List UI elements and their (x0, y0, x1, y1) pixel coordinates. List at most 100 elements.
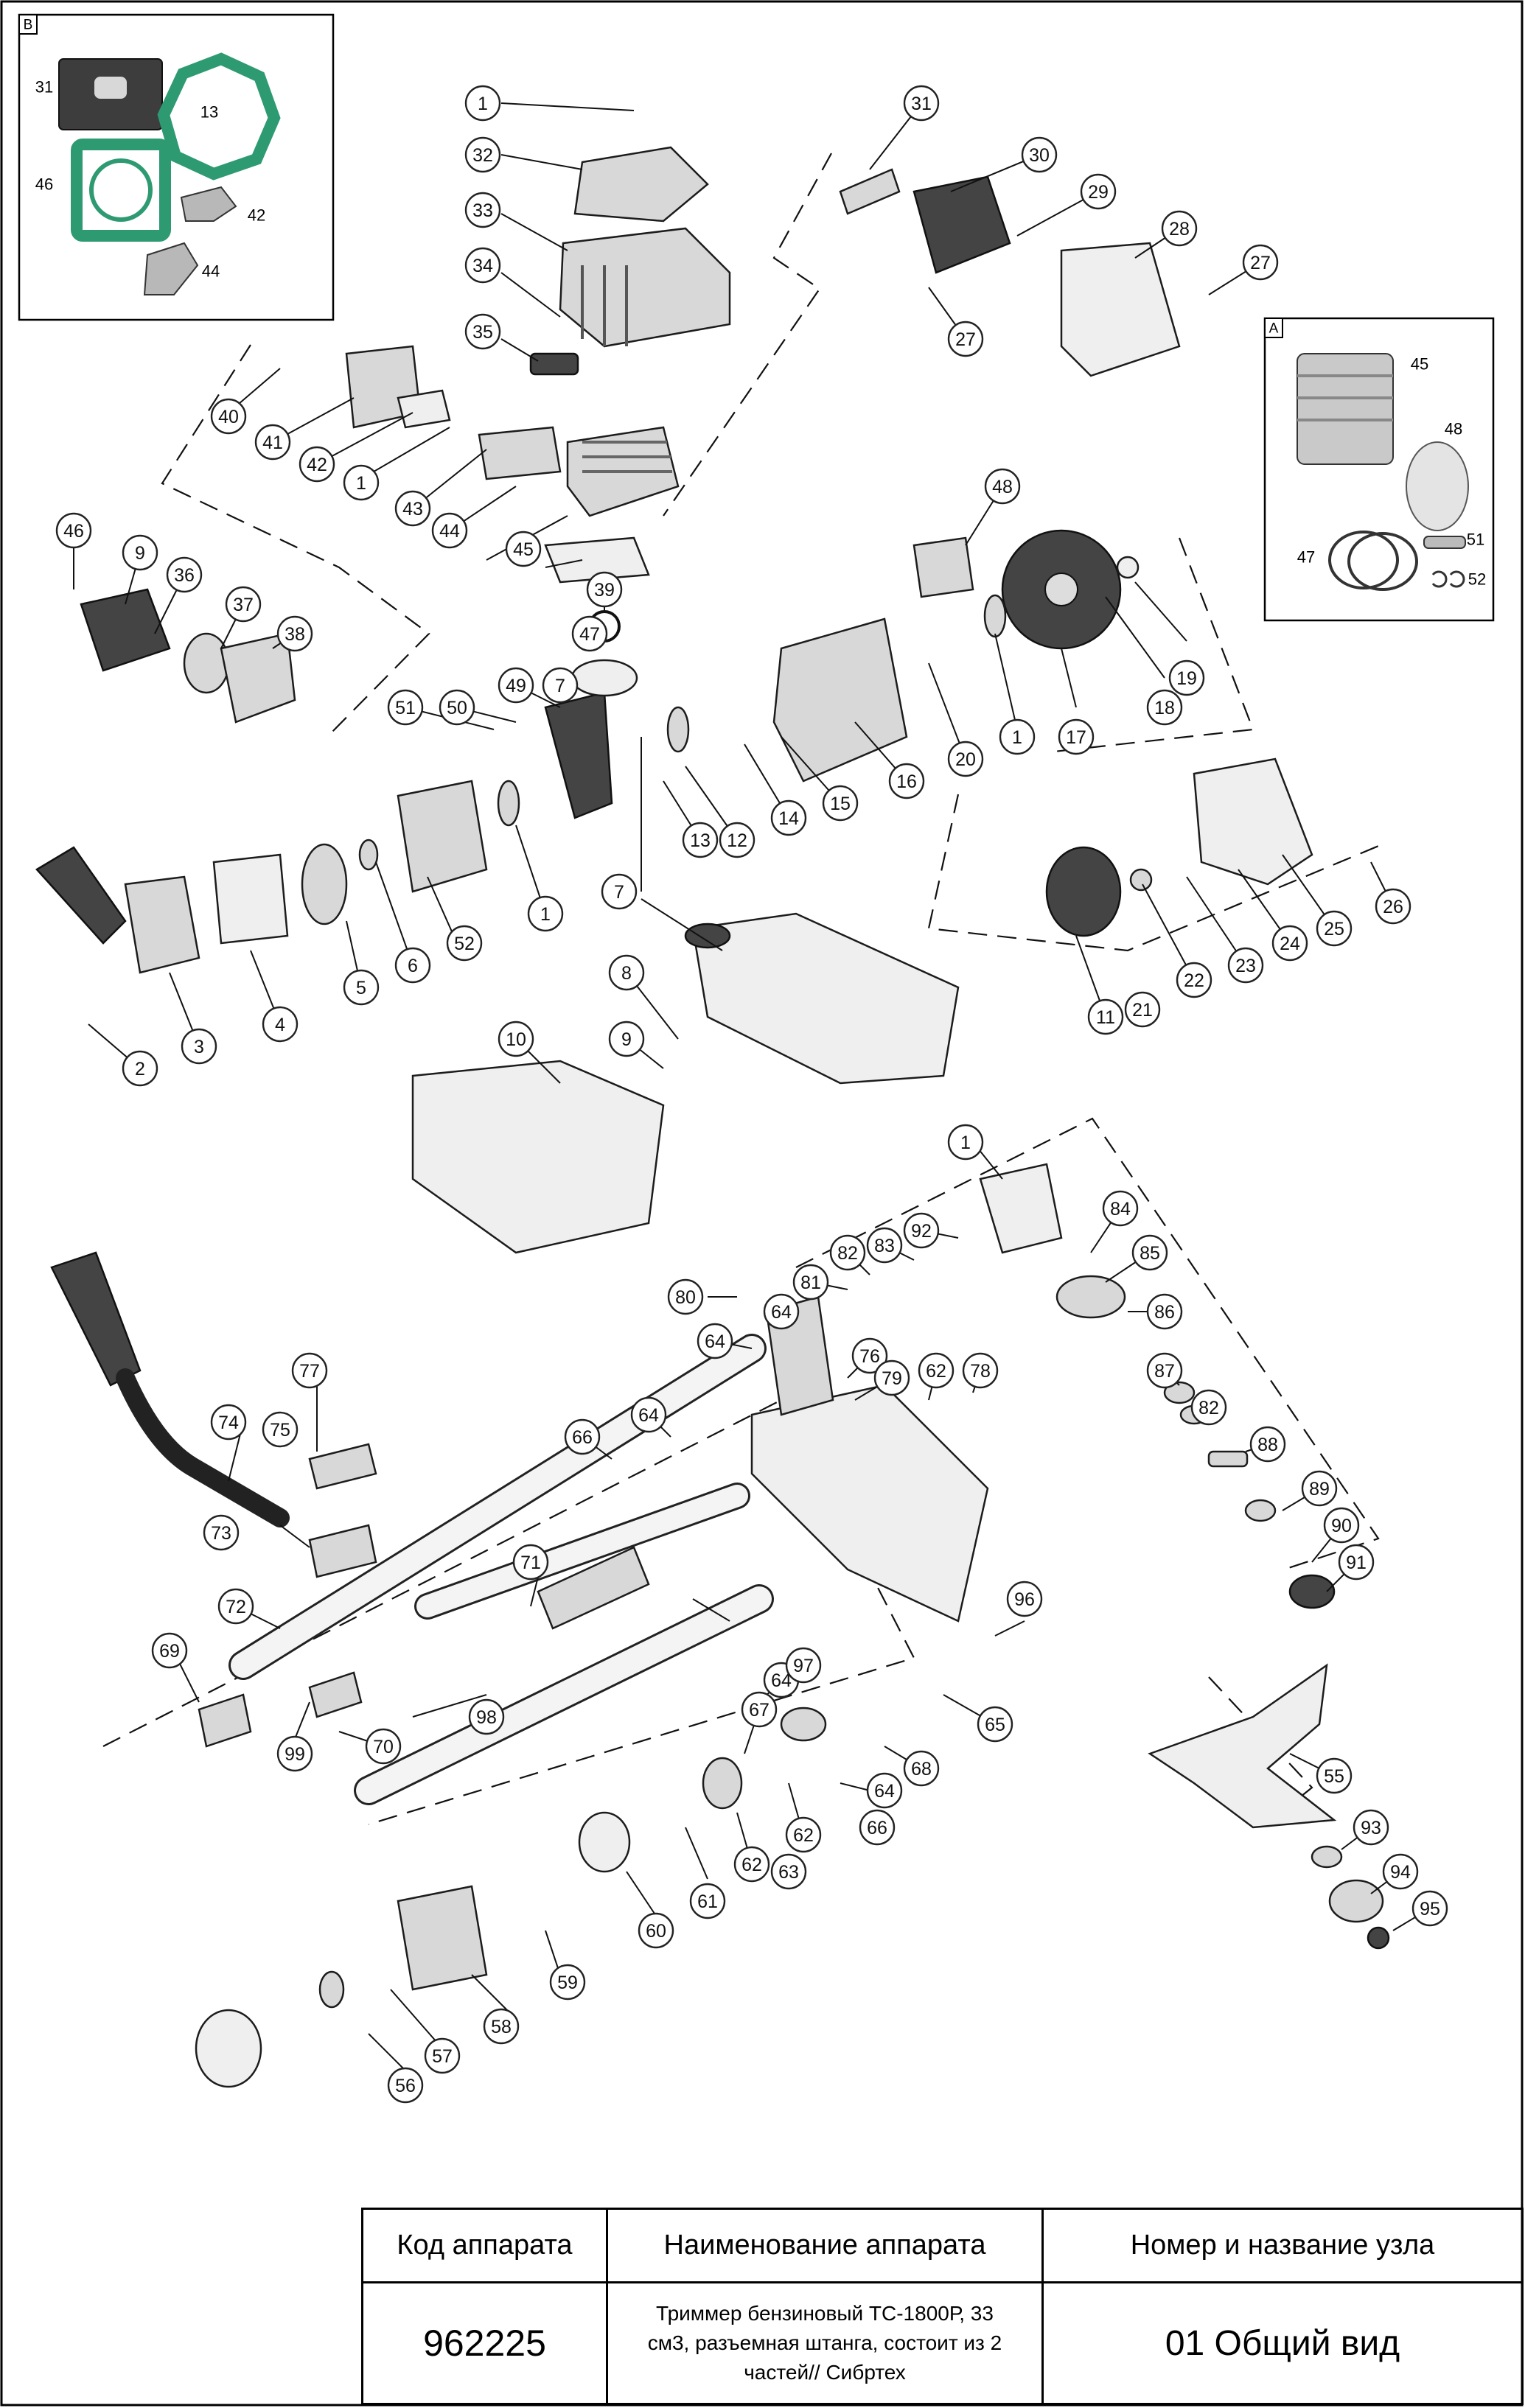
callout-circle (866, 1772, 903, 1809)
callout-circle (512, 1544, 549, 1581)
callout-circle (733, 1846, 770, 1883)
callout-27: 27 (1242, 244, 1279, 281)
callout-number: 1 (1012, 727, 1022, 748)
callout-number: 8 (621, 963, 632, 984)
clamp-65 (780, 1707, 827, 1742)
callout-circle (1021, 136, 1058, 173)
callout-18: 18 (1146, 689, 1183, 726)
callout-94: 94 (1382, 1853, 1419, 1890)
callout-number: 99 (285, 1744, 305, 1765)
callout-circle (262, 1006, 299, 1043)
callout-62: 62 (785, 1816, 822, 1853)
outer-shaft-fill (231, 1336, 764, 1678)
inset-a-tab (1264, 318, 1283, 338)
callout-number: 12 (727, 830, 747, 851)
callout-52: 52 (446, 925, 483, 962)
callout-circle (682, 822, 719, 858)
clutch-drum-54 (195, 2009, 262, 2088)
callout-1: 1 (999, 718, 1036, 755)
callout-number: 31 (911, 94, 932, 114)
callout-number: 66 (867, 1818, 887, 1838)
washer-94 (1311, 1845, 1343, 1869)
callout-65: 65 (977, 1706, 1013, 1743)
callout-number: 24 (1280, 934, 1300, 954)
callout-number: 82 (1198, 1398, 1219, 1418)
callout-number: 11 (1096, 1007, 1115, 1028)
callout-92: 92 (903, 1212, 940, 1249)
callout-circle (1102, 1190, 1139, 1227)
callout-circle (1316, 1757, 1353, 1794)
callout-59: 59 (549, 1964, 586, 2001)
callout-circle (122, 1050, 158, 1087)
callout-number: 70 (373, 1737, 394, 1757)
gasket-bore (89, 158, 153, 222)
inset-b-callout-42: 42 (248, 206, 265, 225)
piston-pin-51 (1423, 536, 1466, 549)
callout-55: 55 (1316, 1757, 1353, 1794)
callout-number: 1 (356, 473, 366, 494)
callout-number: 28 (1169, 219, 1190, 239)
carb-gasket-42 (397, 389, 451, 429)
callout-circle (291, 1352, 328, 1389)
callout-number: 81 (800, 1273, 821, 1293)
callout-number: 80 (675, 1287, 696, 1308)
inset-b-callout-44: 44 (202, 262, 220, 281)
callout-circle (859, 1809, 896, 1846)
callout-28: 28 (1161, 210, 1198, 247)
callout-number: 85 (1140, 1243, 1160, 1264)
callout-circle (446, 925, 483, 962)
callout-circle (829, 1234, 866, 1271)
callout-number: 93 (1361, 1818, 1381, 1838)
inset-a-label: A (1269, 321, 1279, 337)
callout-circle (903, 85, 940, 122)
blade-group-outline (1208, 1676, 1313, 1812)
air-filter-housing-36 (80, 588, 171, 672)
callout-circle (888, 763, 925, 799)
callout-circle (498, 667, 534, 704)
callout-76: 76 (851, 1337, 888, 1374)
bearing-90 (1244, 1499, 1277, 1522)
shroud-ribs (581, 265, 628, 346)
spark-plug-35 (529, 352, 579, 376)
callout-number: 7 (555, 676, 565, 696)
callout-46: 46 (55, 512, 92, 549)
air-filter-cover-32 (573, 146, 709, 223)
callout-30: 30 (1021, 136, 1058, 173)
callout-67: 67 (741, 1691, 778, 1728)
callout-circle (225, 586, 262, 623)
fuel-tank-8 (691, 912, 960, 1085)
callout-20: 20 (947, 741, 984, 777)
callout-number: 9 (135, 543, 145, 564)
callout-circle (166, 556, 203, 593)
callout-11: 11 (1087, 998, 1124, 1035)
callout-number: 14 (778, 808, 799, 829)
piston-ring-47b (1347, 532, 1418, 591)
callout-circle (770, 1853, 807, 1890)
callout-38: 38 (276, 615, 313, 652)
callout-circle (1242, 244, 1279, 281)
callout-1: 1 (947, 1124, 984, 1161)
callout-68: 68 (903, 1750, 940, 1787)
insulator-44 (478, 426, 562, 480)
callout-5: 5 (343, 969, 380, 1006)
callout-69: 69 (151, 1632, 188, 1669)
name-header: Наименование аппарата (608, 2210, 1044, 2283)
callout-48: 48 (984, 468, 1021, 505)
callout-29: 29 (1080, 173, 1117, 210)
callout-circle (918, 1352, 955, 1389)
callout-1: 1 (343, 464, 380, 501)
callout-89: 89 (1301, 1470, 1338, 1507)
callout-91: 91 (1338, 1544, 1375, 1581)
node-name: 01 Общий вид (1165, 2323, 1400, 2363)
callout-63: 63 (770, 1853, 807, 1890)
callout-circle (387, 2067, 424, 2104)
circlips-52 (1431, 570, 1465, 588)
callout-circle (254, 424, 291, 461)
gearhead-housing-84 (979, 1163, 1063, 1254)
callout-number: 27 (955, 329, 976, 350)
inset-a: A (1263, 317, 1495, 622)
callout-33: 33 (464, 192, 501, 228)
callout-98: 98 (468, 1698, 505, 1735)
parts (35, 146, 1390, 2088)
callout-circle (210, 398, 247, 435)
